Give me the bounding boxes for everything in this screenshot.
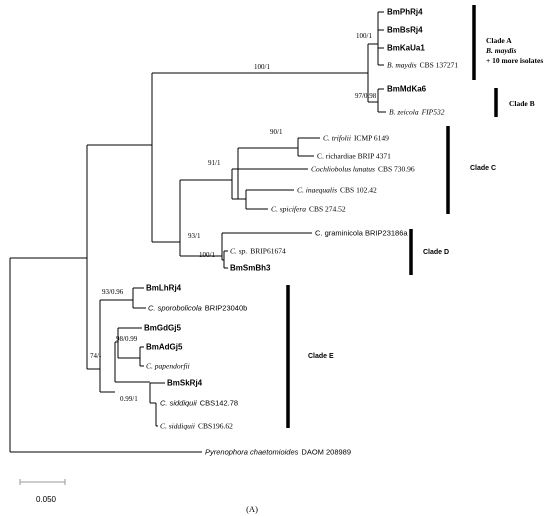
taxon-label: BmLhRj4 [146,284,182,293]
support-value: 93/0.96 [102,288,124,296]
clade-e-label: Clade E [308,353,334,360]
taxon-label: C. sp.BRIP61674 [230,247,286,256]
taxon-label: BmMdKa6 [387,85,427,94]
clade-a-species: B. maydis [485,46,516,55]
support-value: 74/- [90,352,102,360]
support-value: 91/1 [208,159,221,167]
support-value: 97/0.98 [355,92,377,100]
support-value: 93/1 [188,232,201,240]
clade-b-label: Clade B [509,99,535,108]
clade-bars [286,5,498,428]
clade-a-isolates: + 10 more isolates [486,56,543,65]
support-value: 100/1 [254,63,270,71]
clade-a-label: Clade A [486,36,512,45]
taxon-label: BmBsRj4 [387,26,423,35]
support-value: 0.99/1 [120,395,138,403]
clade-labels: Clade A B. maydis + 10 more isolates Cla… [308,36,543,360]
scale-label: 0.050 [36,495,57,504]
support-value: 100/1 [199,251,215,259]
taxon-label: C. richardiae BRIP 4371 [317,152,391,161]
taxon-label: BmSkRj4 [167,379,203,388]
tree-branches [9,11,386,453]
taxon-label: C. papendorfii [146,362,190,371]
taxon-label: BmPhRj4 [387,8,423,17]
support-value: 90/1 [270,128,283,136]
support-value: 100/1 [356,32,372,40]
taxon-label: BmAdGj5 [146,343,183,352]
support-values: 100/1 100/1 97/0.98 90/1 91/1 93/1 100/1… [90,32,377,403]
taxon-label: C. graminicola BRIP23186a [315,229,408,238]
support-value: 98/0.99 [116,335,138,343]
taxon-label: BmKaUa1 [387,44,425,53]
panel-label: (A) [246,504,258,514]
clade-d-label: Clade D [423,249,449,256]
taxon-label: BmSmBh3 [230,264,271,273]
clade-c-label: Clade C [470,165,496,172]
taxon-label: BmGdGj5 [144,324,181,333]
